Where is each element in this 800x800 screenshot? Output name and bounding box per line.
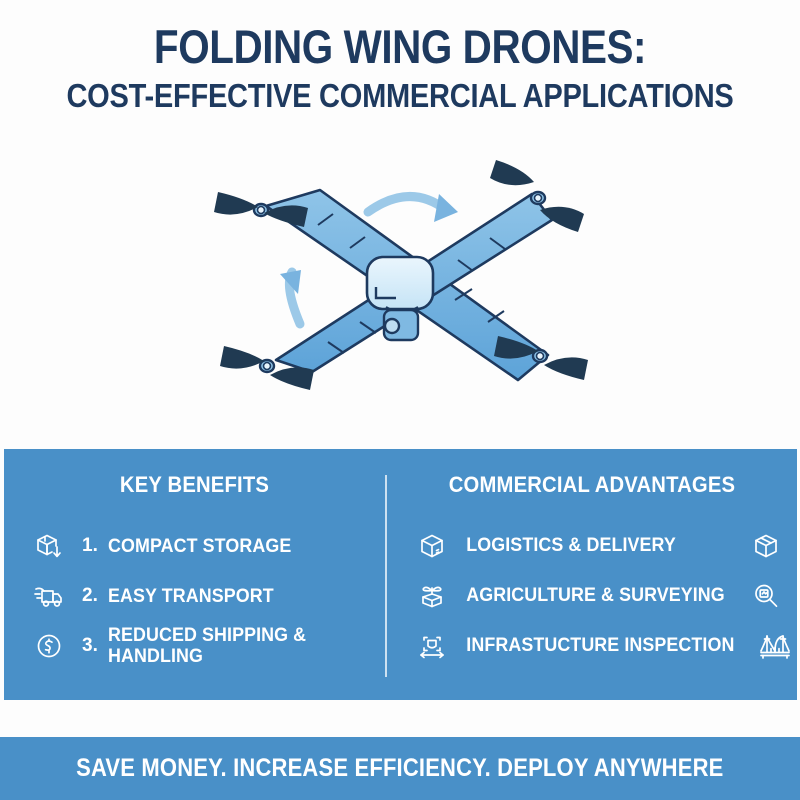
drone-rotor-ne [490,160,584,232]
delivery-truck-icon [26,581,72,611]
fold-arrow-left-head [280,270,301,294]
list-item[interactable]: 3. REDUCED SHIPPING & HANDLING [4,621,385,671]
scan-frame-icon [409,631,455,661]
sprout-box-icon [409,581,455,611]
title-block: FOLDING WING DRONES: COST-EFFECTIVE COMM… [0,22,800,116]
package-box-icon [743,531,789,561]
footer-tagline: SAVE MONEY. INCREASE EFFICIENCY. DEPLOY … [76,754,724,782]
key-benefits-list: 1. COMPACT STORAGE [4,521,385,671]
list-item[interactable]: 2. EASY TRANSPORT [4,571,385,621]
list-item-label: EASY TRANSPORT [108,585,274,607]
box-down-arrow-icon [26,531,72,561]
fold-arrow-top [363,192,451,217]
drone-rotor-se [494,336,588,380]
commercial-advantages-list: LOGISTICS & DELIVERY [387,521,797,671]
feature-band: KEY BENEFITS [4,449,797,700]
list-item-label: REDUCED SHIPPING & HANDLING [108,625,307,667]
list-item-number: 3. [82,635,98,656]
bridge-icon [752,631,798,661]
list-item-label: AGRICULTURE & SURVEYING [466,585,725,606]
page-title: FOLDING WING DRONES: [153,20,647,73]
footer-band: SAVE MONEY. INCREASE EFFICIENCY. DEPLOY … [0,737,800,800]
dollar-coin-icon [26,631,72,661]
commercial-advantages-heading: COMMERCIAL ADVANTAGES [448,472,736,497]
list-item-number: 1. [82,535,98,556]
column-divider [385,475,387,677]
commercial-advantages-column: COMMERCIAL ADVANTAGES LOGISTICS & DELIVE… [387,449,797,700]
page-subtitle: COST-EFFECTIVE COMMERCIAL APPLICATIONS [66,77,734,114]
list-item-label: LOGISTICS & DELIVERY [466,535,676,556]
drone-rotor-nw [214,192,308,227]
key-benefits-column: KEY BENEFITS [4,449,385,700]
list-item-number: 2. [82,585,98,606]
key-benefits-heading: KEY BENEFITS [119,472,270,497]
list-item[interactable]: AGRICULTURE & SURVEYING [387,571,797,621]
package-box-icon [409,531,455,561]
list-item-label: INFRASTUCTURE INSPECTION [466,635,735,656]
list-item[interactable]: LOGISTICS & DELIVERY [387,521,797,571]
drone-body [365,255,435,313]
list-item[interactable]: 1. COMPACT STORAGE [4,521,385,571]
drone-illustration [200,150,600,415]
list-item-label: COMPACT STORAGE [108,535,292,557]
fold-arrow-top-head [434,194,458,222]
list-item[interactable]: INFRASTUCTURE INSPECTION [387,621,797,671]
drone-rotor-sw [220,346,314,390]
drone-camera-gimbal [382,308,420,342]
magnifier-box-icon [743,581,789,611]
